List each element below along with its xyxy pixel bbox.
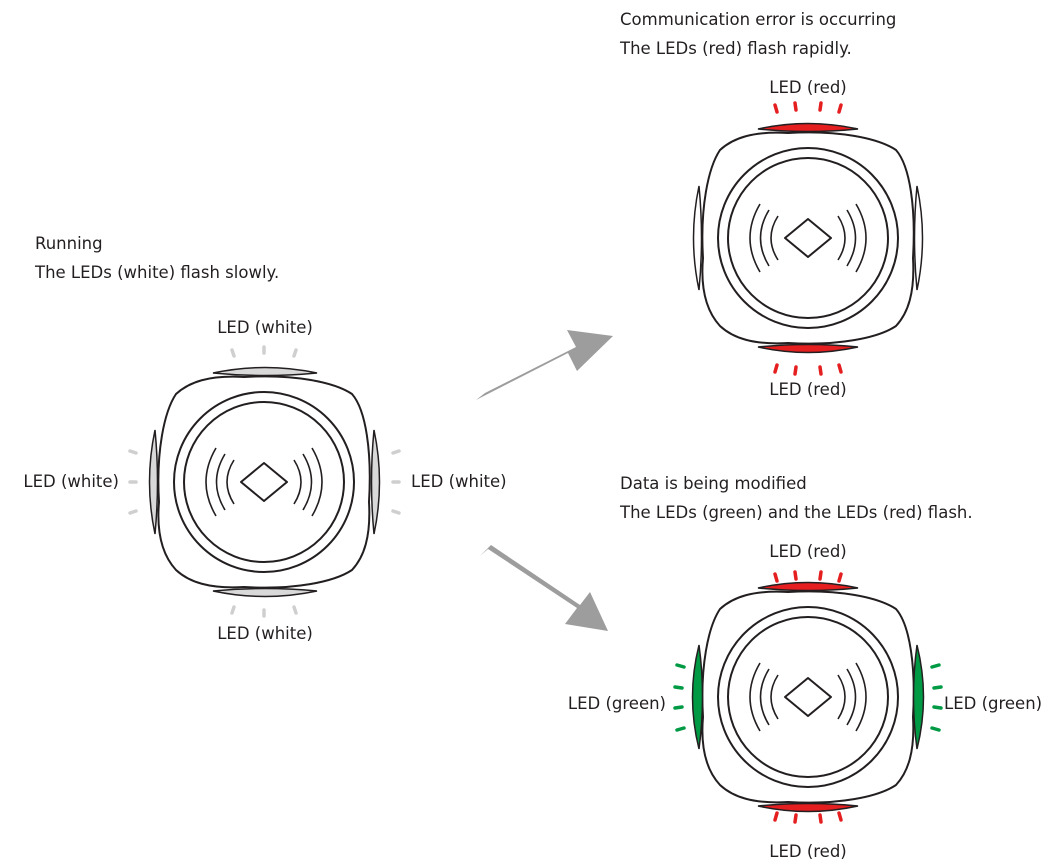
error-led-bottom-label: LED (red) xyxy=(769,380,847,399)
led-red-top xyxy=(757,581,859,592)
modifying-led-top-label: LED (red) xyxy=(769,542,847,561)
rays-green xyxy=(673,663,943,732)
led-red-bottom xyxy=(757,802,859,813)
running-led-right-label: LED (white) xyxy=(411,472,507,491)
led-off-right xyxy=(913,185,924,291)
led-white-left xyxy=(148,429,159,535)
led-green-right xyxy=(912,644,925,750)
running-led-left-label: LED (white) xyxy=(23,472,119,491)
modifying-title: Data is being modified xyxy=(620,474,807,493)
modifying-led-bottom-label: LED (red) xyxy=(769,842,847,861)
led-green-left xyxy=(691,644,704,750)
error-title: Communication error is occurring xyxy=(620,10,897,29)
running-description: The LEDs (white) flash slowly. xyxy=(35,263,280,282)
modifying-led-left-label: LED (green) xyxy=(567,694,666,713)
led-white-right xyxy=(370,429,381,535)
error-caption: Communication error is occurring The LED… xyxy=(620,5,896,63)
device-error xyxy=(692,101,924,376)
running-title: Running xyxy=(35,234,103,253)
arrow-to-modifying xyxy=(480,545,608,631)
device-running xyxy=(128,345,401,618)
device-modifying xyxy=(673,570,943,824)
led-off-left xyxy=(692,185,703,291)
rays-white xyxy=(128,345,401,618)
modifying-description: The LEDs (green) and the LEDs (red) flas… xyxy=(620,503,973,522)
led-red-top xyxy=(757,122,859,133)
rays-red xyxy=(773,101,843,376)
running-caption: Running The LEDs (white) flash slowly. xyxy=(35,229,279,287)
rays-red xyxy=(773,570,843,824)
led-white-top xyxy=(212,366,318,377)
led-red-bottom xyxy=(757,343,859,354)
error-led-top-label: LED (red) xyxy=(769,78,847,97)
running-led-bottom-label: LED (white) xyxy=(217,624,313,643)
modifying-led-right-label: LED (green) xyxy=(944,694,1043,713)
led-white-bottom xyxy=(212,587,318,598)
error-description: The LEDs (red) flash rapidly. xyxy=(620,39,852,58)
arrow-to-error xyxy=(476,330,613,400)
running-led-top-label: LED (white) xyxy=(217,318,313,337)
modifying-caption: Data is being modified The LEDs (green) … xyxy=(620,469,973,527)
